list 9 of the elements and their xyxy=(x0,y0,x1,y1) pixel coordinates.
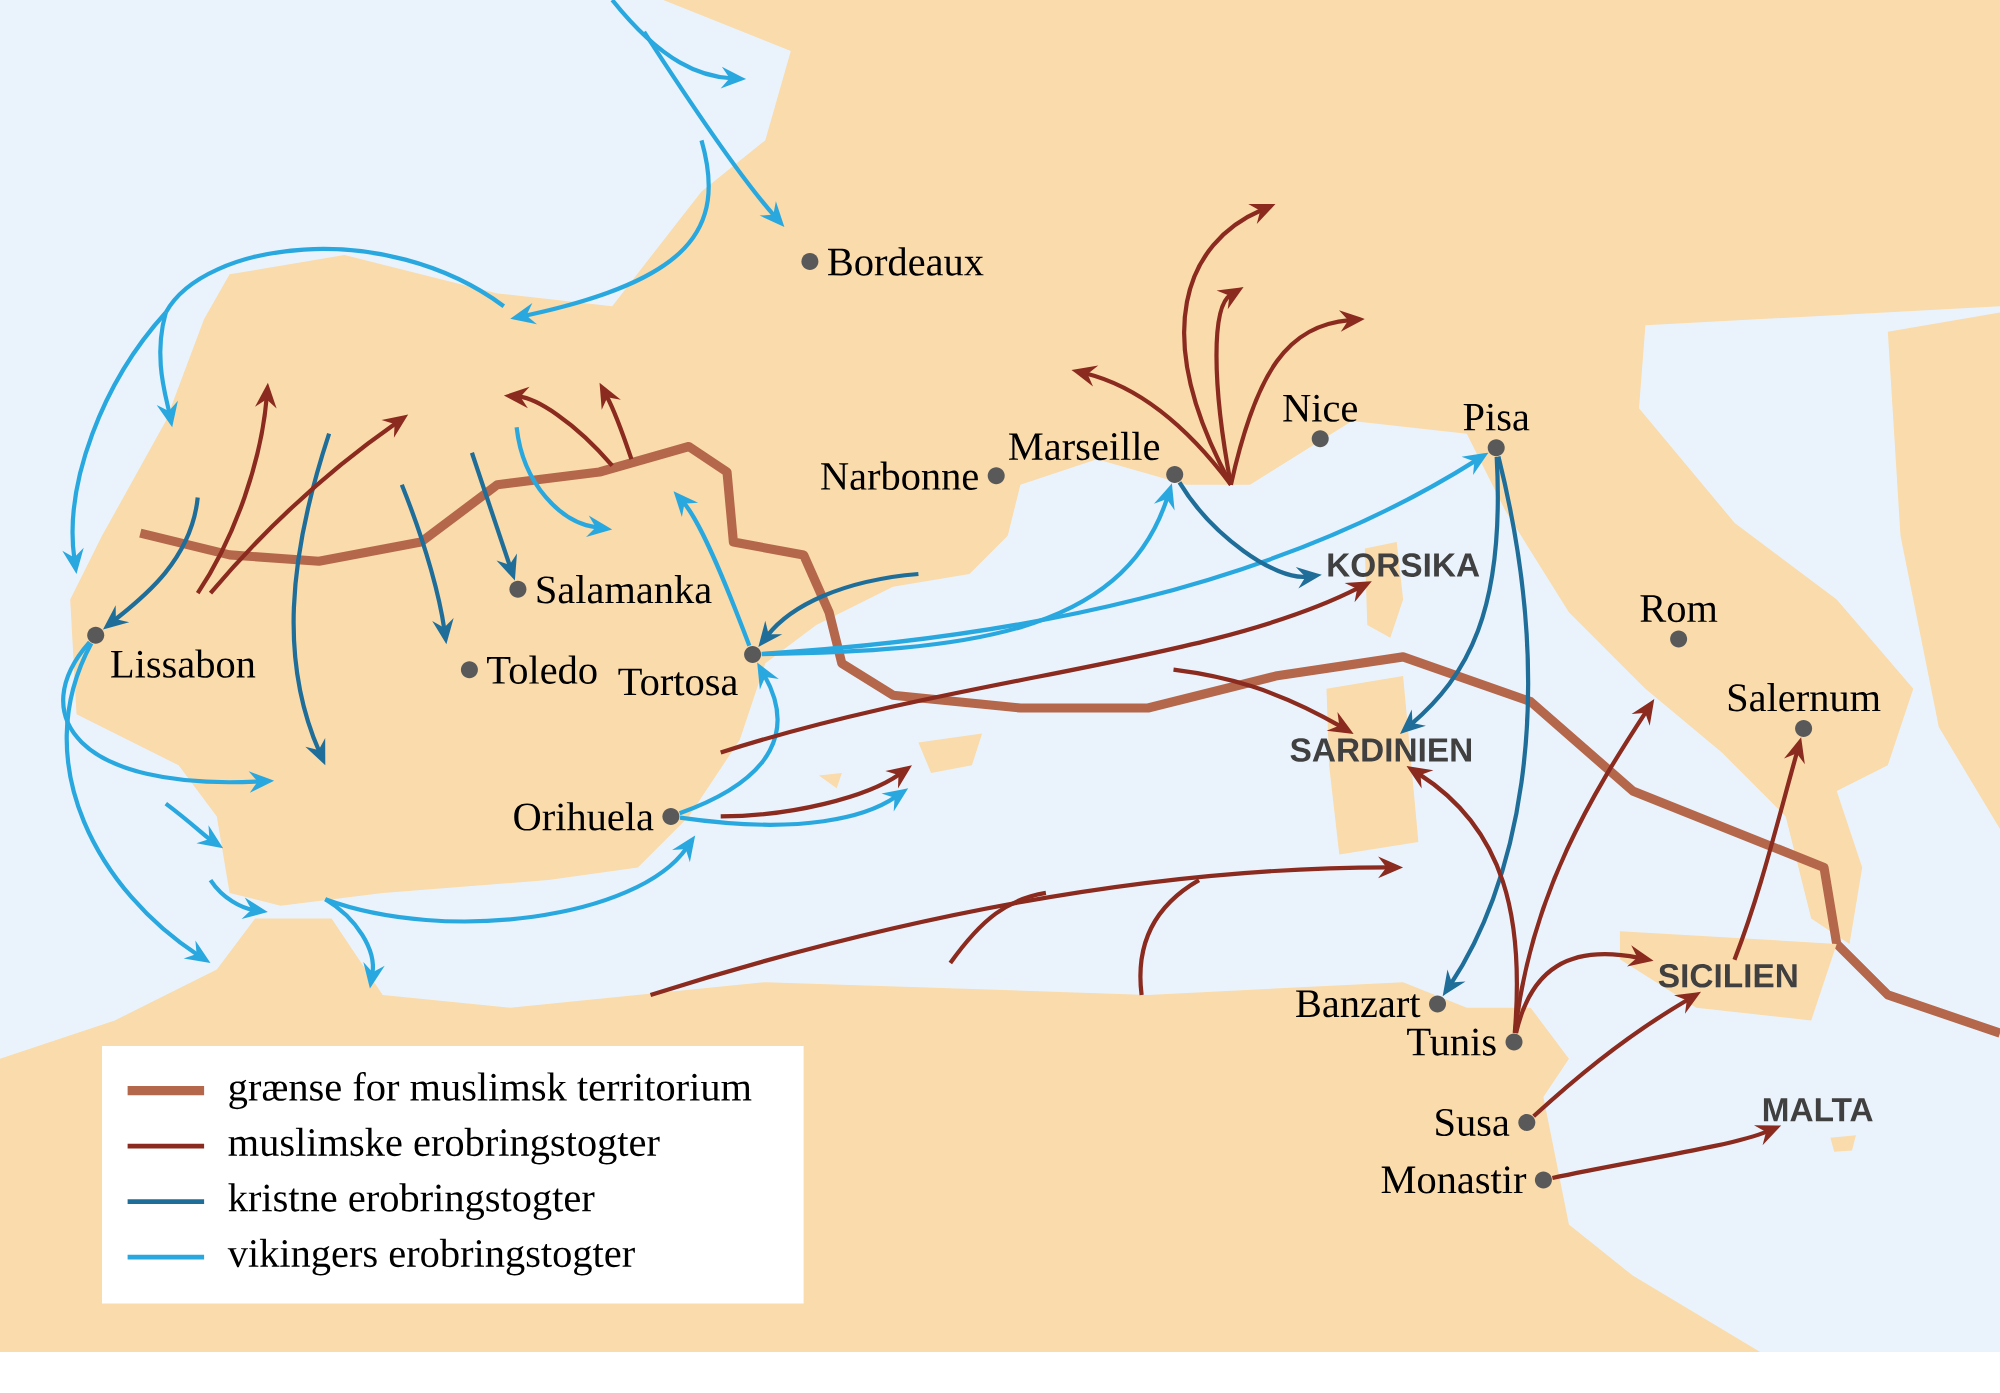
island: KORSIKA xyxy=(1328,542,1480,638)
island: SARDINIEN xyxy=(1290,676,1471,855)
legend-item: grænse for muslimsk territorium xyxy=(127,1072,752,1110)
island: SICILIEN xyxy=(1619,931,1837,1021)
legend-item: muslimske erobringstogter xyxy=(127,1127,660,1165)
island: MALTA xyxy=(1763,1098,1873,1152)
node-label: MALTA xyxy=(1763,1098,1873,1122)
legend-item: vikingers erobringstogter xyxy=(127,1238,635,1276)
legend-item: kristne erobringstogter xyxy=(127,1183,595,1220)
